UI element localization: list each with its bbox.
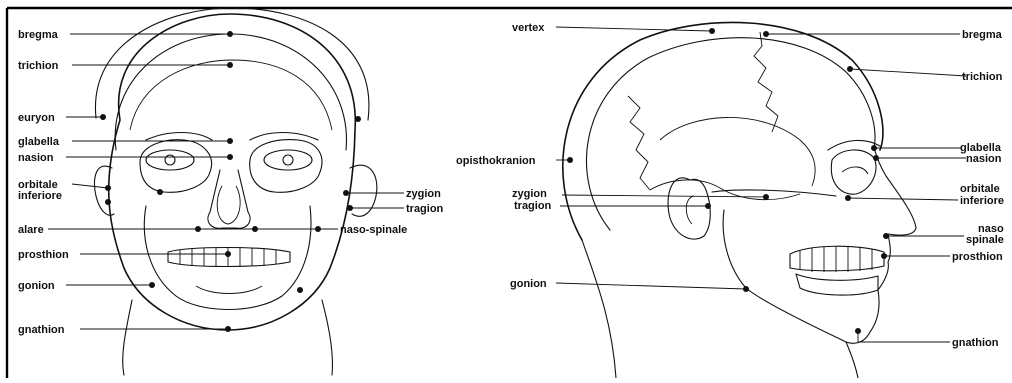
landmark-bregma-side (763, 31, 769, 37)
label-glabella-front: glabella (18, 136, 60, 148)
landmark-zygion-right (343, 190, 349, 196)
front-right-eye (264, 150, 312, 170)
side-lower-teeth (796, 274, 878, 295)
landmark-tragion-right (347, 205, 353, 211)
front-left-pupil (165, 155, 175, 165)
landmark-glabella-side (871, 145, 877, 151)
label-prosthion-side: prosthion (952, 251, 1003, 263)
side-lambdoid-suture (628, 96, 650, 190)
landmark-orbitale-side (845, 195, 851, 201)
label-naso-spinale-front: naso-spinale (340, 224, 407, 236)
landmark-nasion-side (873, 155, 879, 161)
label-inferiore-front: inferiore (18, 190, 62, 202)
label-bregma-side: bregma (962, 29, 1003, 41)
landmark-gonion-left (149, 282, 155, 288)
front-nasal-aperture (217, 186, 240, 224)
label-zygion-front: zygion (406, 188, 441, 200)
front-left-brow (146, 133, 212, 141)
side-view: vertex bregma trichion opisthokranion gl… (456, 22, 1004, 378)
landmark-glabella-front (227, 138, 233, 144)
front-right-ear (350, 165, 377, 216)
side-temporal-curve (660, 117, 815, 186)
landmark-alare-left (195, 226, 201, 232)
label-nasion-side: nasion (966, 153, 1002, 165)
landmark-prosthion-front (225, 251, 231, 257)
label-tragion-side: tragion (514, 200, 552, 212)
landmark-prosthion-side (881, 253, 887, 259)
side-face-profile (842, 148, 916, 343)
label-trichion-side: trichion (962, 71, 1003, 83)
landmark-gonion-right (297, 287, 303, 293)
label-spinale-side: spinale (966, 234, 1004, 246)
front-head-outline (109, 14, 356, 330)
front-nose (208, 170, 250, 228)
front-view: bregma trichion euryon glabella nasion o… (18, 8, 444, 375)
front-right-orbit (250, 140, 322, 193)
label-alare: alare (18, 224, 44, 236)
side-coronal-suture (754, 32, 778, 132)
front-left-ear (95, 166, 114, 215)
label-gnathion-front: gnathion (18, 324, 65, 336)
landmark-opisthokranion (567, 157, 573, 163)
side-neck-front (846, 342, 858, 378)
side-orbit (831, 150, 876, 194)
side-head-outline (563, 22, 883, 240)
label-zygion-side: zygion (512, 188, 547, 200)
side-jaw-line (723, 210, 842, 340)
label-gnathion-side: gnathion (952, 337, 999, 349)
landmark-trichion-front (227, 62, 233, 68)
side-ear-inner (686, 196, 694, 224)
side-teeth-lines (800, 246, 872, 272)
side-skull-outline (586, 38, 874, 230)
label-gonion-side: gonion (510, 278, 547, 290)
label-bregma-front: bregma (18, 29, 59, 41)
label-nasion-front: nasion (18, 152, 54, 164)
side-neck-back (582, 240, 616, 378)
landmark-orbitale-left (105, 185, 111, 191)
side-upper-teeth (790, 246, 884, 271)
front-neck-right (322, 300, 333, 375)
label-opisthokranion: opisthokranion (456, 155, 536, 167)
landmark-euryon-left (100, 114, 106, 120)
landmark-gnathion-side (855, 328, 861, 334)
front-neck-left (123, 300, 132, 375)
landmark-tragion-side (705, 203, 711, 209)
front-left-eye (146, 150, 194, 170)
landmark-gnathion-front (225, 326, 231, 332)
landmark-bregma-front (227, 31, 233, 37)
front-skull-outline (115, 34, 346, 150)
front-right-brow (250, 133, 318, 141)
side-eye (842, 167, 868, 174)
label-tragion-front: tragion (406, 203, 444, 215)
label-euryon: euryon (18, 112, 55, 124)
front-upper-teeth (168, 248, 290, 267)
landmark-naso-spinale-side (883, 233, 889, 239)
label-vertex: vertex (512, 22, 545, 34)
front-chin-curve (196, 286, 262, 294)
label-trichion-front: trichion (18, 60, 59, 72)
landmark-tragion-left (105, 199, 111, 205)
label-inferiore-side: inferiore (960, 195, 1004, 207)
landmark-zygion-side (763, 194, 769, 200)
label-prosthion-front: prosthion (18, 249, 69, 261)
front-right-pupil (283, 155, 293, 165)
landmark-euryon-right (355, 116, 361, 122)
label-gonion-front: gonion (18, 280, 55, 292)
front-forehead-curve (130, 60, 332, 130)
landmark-vertex (709, 28, 715, 34)
landmark-trichion-side (847, 66, 853, 72)
landmark-alare-right (252, 226, 258, 232)
side-ear (668, 178, 710, 239)
label-orbitale-side: orbitale (960, 183, 1000, 195)
landmark-nasion-front (227, 154, 233, 160)
landmark-orbitale-point (157, 189, 163, 195)
landmark-gonion-side (743, 286, 749, 292)
